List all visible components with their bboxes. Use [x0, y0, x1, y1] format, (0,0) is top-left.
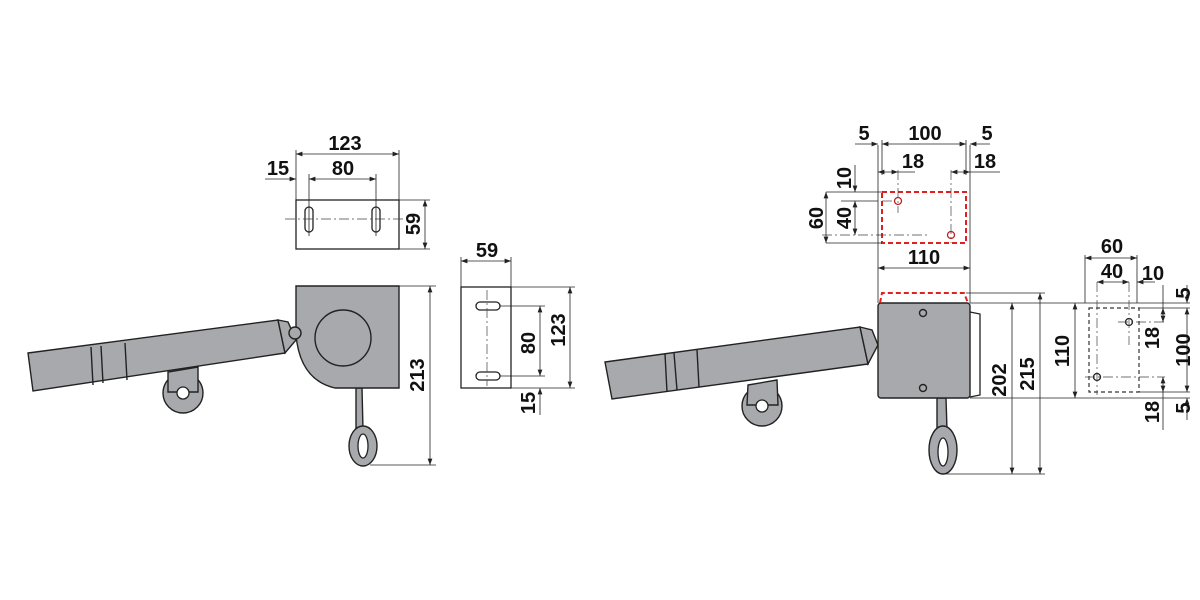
- dim-plate-height: 59: [403, 213, 425, 235]
- side-mounting-template: [1088, 307, 1140, 393]
- dim-hole-left-offset: 18: [902, 151, 924, 173]
- dim-side-hole-offset-top: 18: [1142, 327, 1164, 349]
- dim-hole-vertical: 40: [834, 207, 856, 229]
- dim-bracket-slot-spacing: 80: [518, 332, 540, 354]
- dim-slot-offset: 15: [267, 158, 289, 180]
- slot-bottom: [475, 371, 501, 381]
- right-template: 5 100 5 18 18 10 40 60 110: [806, 123, 1000, 303]
- housing: [877, 302, 971, 399]
- red-mounting-template: [881, 191, 967, 244]
- left-actuator: 213: [27, 285, 436, 467]
- dim-template-width: 110: [908, 247, 940, 269]
- slot-top: [475, 301, 501, 311]
- dim-template-height: 60: [806, 207, 828, 229]
- dim-side-bottom-edge: 5: [1173, 402, 1195, 413]
- dim-overall-height: 213: [407, 358, 429, 391]
- dim-side-edge: 10: [1142, 263, 1164, 285]
- bracket-view: 59 80 123 15: [460, 240, 575, 415]
- dim-side-hole-span: 100: [1173, 333, 1195, 366]
- dim-height-202: 202: [989, 363, 1011, 396]
- dim-edge-left: 5: [858, 123, 869, 145]
- arm: [604, 326, 869, 400]
- right-actuator: 202 215: [604, 292, 1190, 475]
- dim-hole-span: 100: [908, 123, 941, 145]
- dim-slot-spacing: 80: [332, 158, 354, 180]
- dim-side-top-edge: 5: [1173, 287, 1195, 298]
- dim-edge-right: 5: [981, 123, 992, 145]
- side-template: 60 40 10 110 5 18 100 18 5: [970, 236, 1195, 430]
- red-top-outline: [879, 292, 969, 304]
- dim-top-offset: 10: [834, 167, 856, 189]
- dim-side-height: 110: [1052, 335, 1074, 367]
- wheel-hub: [176, 386, 190, 400]
- dim-bracket-height: 123: [548, 313, 570, 346]
- dim-bracket-width: 59: [476, 240, 498, 262]
- left-top-plate: 123 15 80 59: [265, 133, 430, 250]
- dim-plate-width: 123: [328, 133, 361, 155]
- dim-height-215: 215: [1017, 357, 1039, 390]
- dim-side-width: 60: [1101, 236, 1123, 258]
- dim-side-hole-offset-bottom: 18: [1142, 401, 1164, 423]
- dim-side-hole-spacing: 40: [1101, 261, 1123, 283]
- housing-drum: [314, 309, 372, 367]
- dim-hole-right-offset: 18: [974, 151, 996, 173]
- arm: [27, 319, 286, 392]
- dim-bracket-slot-offset: 15: [518, 392, 540, 414]
- wheel-hub: [755, 399, 769, 413]
